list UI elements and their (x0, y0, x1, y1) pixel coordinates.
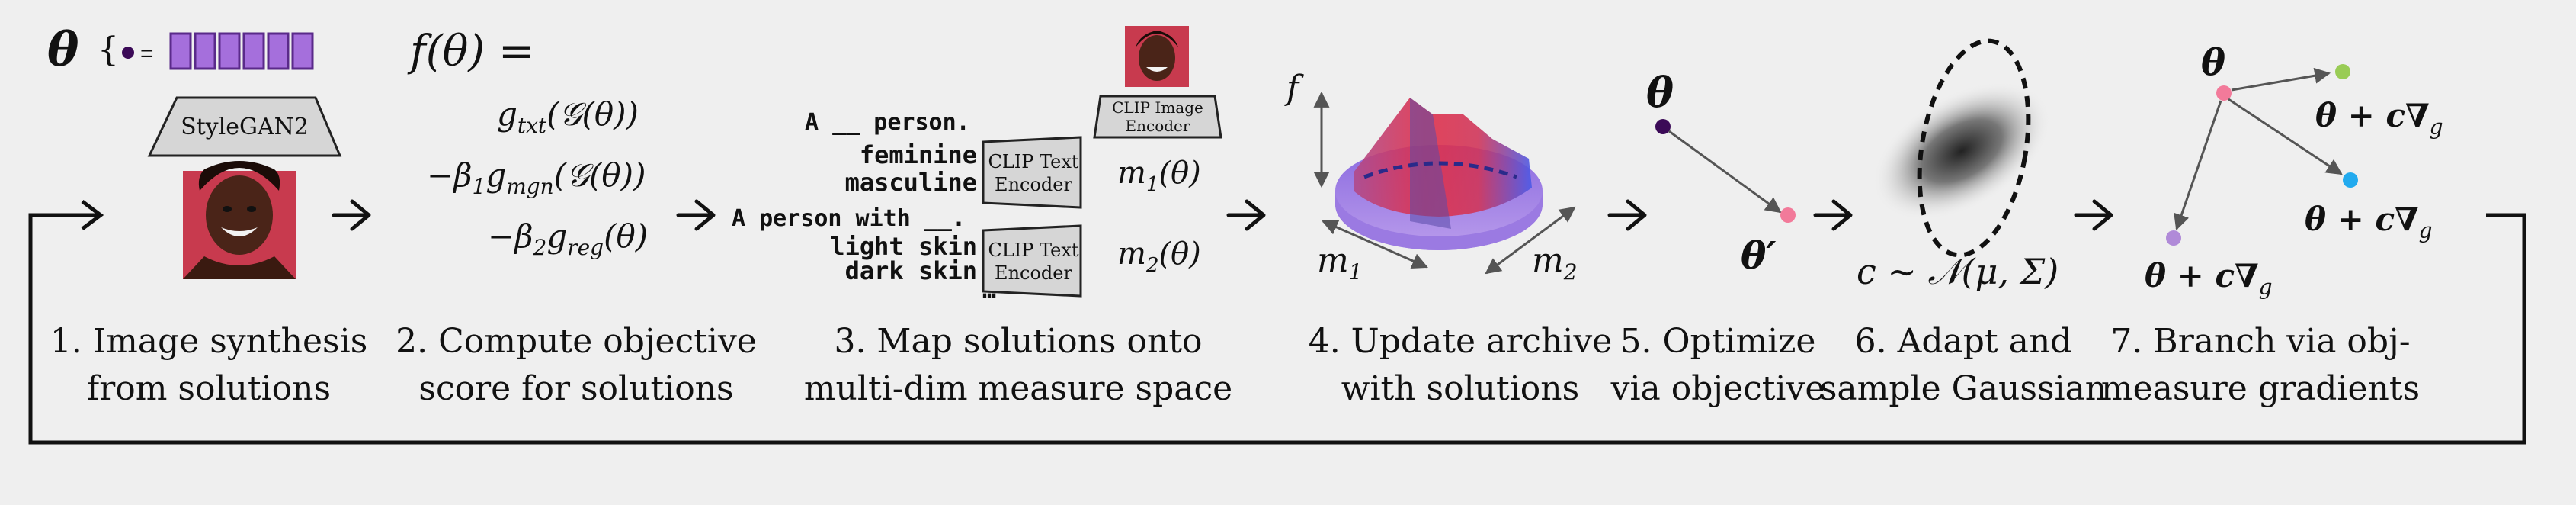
gradient-step-arrow (1668, 130, 1782, 214)
panel-objective: f(θ) = gtxt(𝒢(θ)) −β1gmgn(𝒢(θ)) −β2greg(… (407, 27, 648, 260)
svg-text:CLIP Text: CLIP Text (988, 151, 1078, 172)
clip-text-encoder-2: CLIP Text Encoder (982, 224, 1082, 298)
branch-label-1: θ + c∇g (2315, 97, 2443, 140)
start-point (1655, 119, 1671, 134)
arrow-3-4 (1226, 199, 1266, 231)
branch-label-2: θ + c∇g (2305, 201, 2433, 243)
archive-m1: m1 (1317, 241, 1363, 285)
feedback-loop (28, 213, 2526, 445)
step-5-line-1: 5. Optimize (1620, 322, 1816, 361)
step-6-line-2: sample Gaussian (1820, 369, 2107, 408)
svg-text:Encoder: Encoder (995, 174, 1072, 195)
panel-optimize: θ θ′ (1646, 68, 1796, 278)
word-masculine: masculine (845, 168, 977, 197)
measure-m1: m1(θ) (1117, 156, 1201, 196)
objective-heading: f(θ) = (407, 27, 534, 76)
step-4-line-2: with solutions (1341, 369, 1579, 408)
generated-face-image (183, 161, 296, 279)
archive-m2: m2 (1532, 241, 1578, 285)
word-light-skin: light skin (830, 232, 977, 261)
step-3-line-1: 3. Map solutions onto (834, 322, 1202, 361)
step-4-line-1: 4. Update archive (1309, 322, 1613, 361)
step-1-line-1: 1. Image synthesis (50, 322, 368, 361)
svg-text:CLIP Text: CLIP Text (988, 240, 1078, 261)
step-captions: 1. Image synthesis from solutions 2. Com… (50, 322, 2420, 408)
optimized-point (1780, 207, 1796, 223)
gaussian-formula: c ∼ 𝒩(μ, Σ) (1857, 251, 2059, 292)
archive-surface (1335, 98, 1543, 250)
clip-text-encoder-1: CLIP Text Encoder (982, 136, 1082, 209)
arrow-6-7 (2074, 199, 2113, 231)
step-7-line-2: measure gradients (2101, 369, 2420, 408)
archive-f-label: f (1284, 69, 1304, 108)
clip-image-encoder: CLIP Image Encoder (1093, 95, 1222, 139)
step-2-line-2: score for solutions (418, 369, 733, 408)
measure-m2: m2(θ) (1117, 236, 1201, 277)
dot-equals: = (140, 41, 154, 66)
branch-point-cyan (2343, 172, 2358, 188)
arrow-1-2 (332, 199, 371, 231)
svg-text:Encoder: Encoder (995, 262, 1072, 284)
covariance-ellipse (1917, 38, 2031, 258)
gaussian-blob (1873, 82, 2051, 220)
branch-point-violet (2166, 230, 2181, 246)
step-arrows (332, 199, 2113, 231)
prompt-2: A person with __. (732, 205, 966, 232)
arrow-5-6 (1813, 199, 1853, 231)
m2-axis (1485, 206, 1576, 275)
svg-text:Encoder: Encoder (1126, 117, 1190, 135)
branch-origin (2216, 85, 2232, 101)
branch-point-green (2335, 64, 2350, 79)
prompt-1: A __ person. (805, 109, 970, 136)
step-7-line-1: 7. Branch via obj- (2110, 322, 2410, 361)
word-feminine: feminine (860, 140, 977, 169)
step-5-line-2: via objective (1610, 369, 1825, 408)
latent-vector (169, 32, 314, 70)
panel-image-synthesis: θ { = StyleGAN2 (47, 21, 342, 279)
step-6-line-1: 6. Adapt and (1855, 322, 2072, 361)
m1-axis (1322, 220, 1428, 269)
branch-label-3: θ + c∇g (2145, 257, 2273, 300)
branch-theta: θ (2201, 41, 2225, 84)
word-dark-skin: dark skin (845, 256, 977, 285)
optimize-theta: θ (1646, 68, 1674, 117)
stylegan-block: StyleGAN2 (147, 96, 342, 157)
step-2-line-1: 2. Compute objective (396, 322, 757, 361)
latent-dot (122, 47, 134, 59)
arrow-4-5 (1607, 199, 1647, 231)
loop-arrow-head (81, 200, 104, 230)
stylegan-label: StyleGAN2 (181, 114, 309, 140)
panel-archive: f m1 m2 (1284, 69, 1578, 285)
objective-term-3: −β2greg(θ) (488, 217, 648, 260)
objective-term-2: −β1gmgn(𝒢(θ)) (427, 156, 646, 199)
optimize-theta-prime: θ′ (1741, 233, 1777, 278)
panel-measures: CLIP Image Encoder A __ person. feminine… (732, 26, 1222, 304)
step-1-line-2: from solutions (87, 369, 331, 408)
brace: { (98, 31, 119, 69)
panel-gaussian: c ∼ 𝒩(μ, Σ) (1857, 38, 2059, 292)
panel-branch: θ θ + c∇g θ + c∇g θ + c∇g (2145, 41, 2443, 300)
step-3-line-2: multi-dim measure space (804, 369, 1232, 408)
objective-term-1: gtxt(𝒢(θ)) (497, 95, 639, 138)
clip-image-face (1125, 26, 1189, 87)
theta-symbol: θ (47, 21, 79, 77)
arrow-2-3 (676, 199, 716, 231)
svg-text:CLIP Image: CLIP Image (1112, 98, 1203, 117)
